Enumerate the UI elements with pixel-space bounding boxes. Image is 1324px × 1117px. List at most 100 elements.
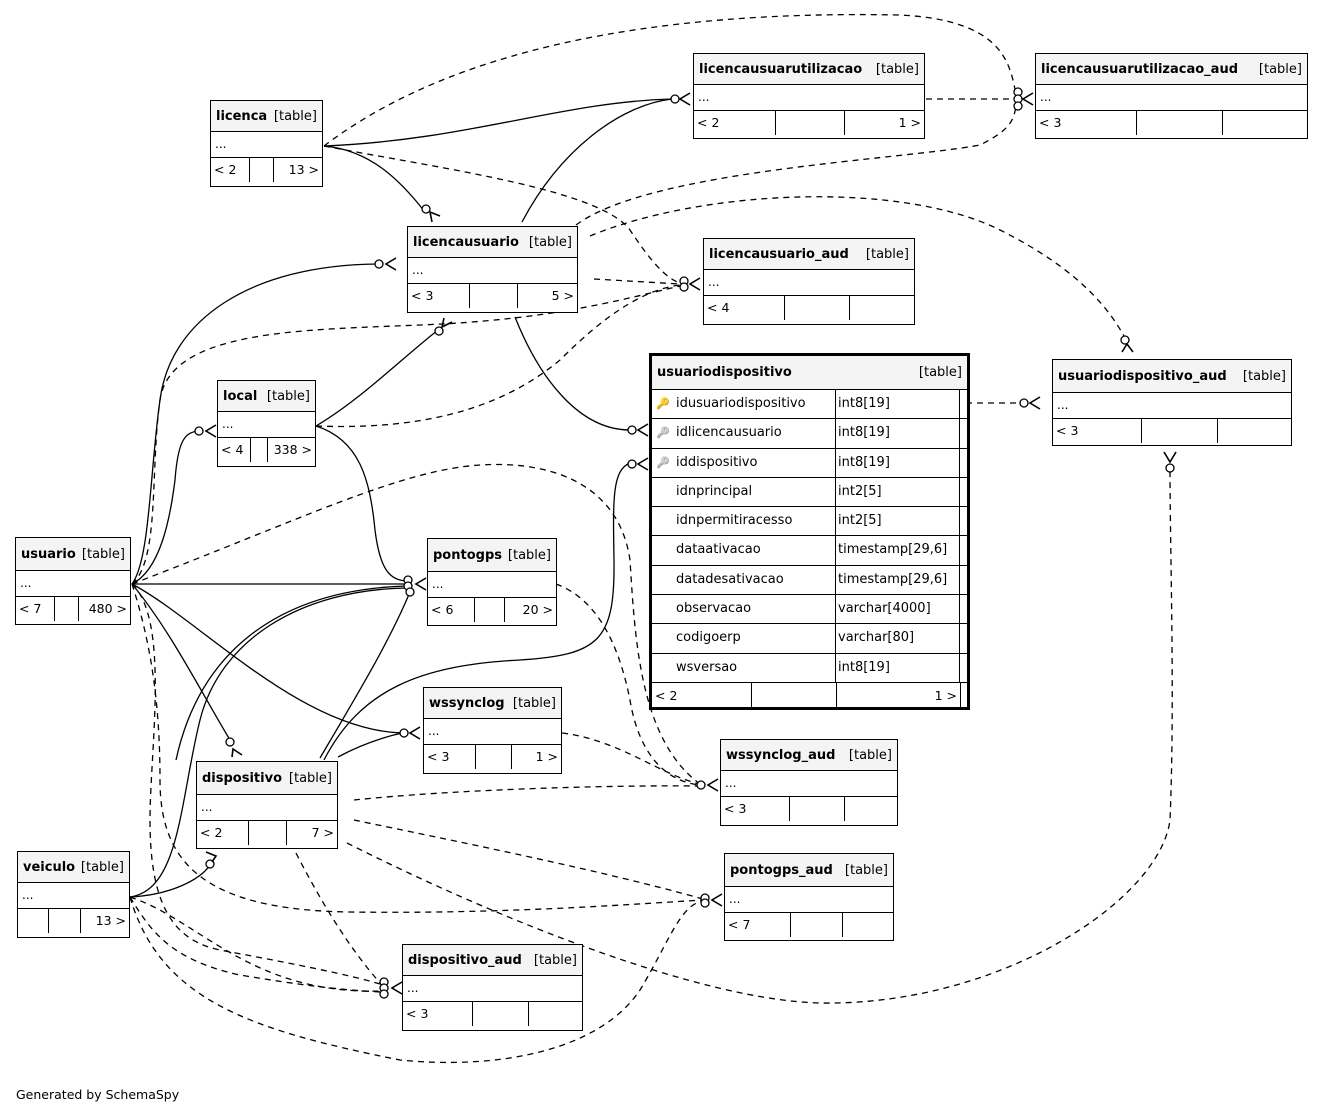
marker-circle — [627, 425, 637, 435]
parents-count: < 6 — [431, 602, 454, 617]
table-licencausuario-aud[interactable]: licencausuario_aud[table] ... < 4 — [703, 238, 915, 325]
marker-circle — [700, 898, 710, 908]
table-name: pontogps — [433, 547, 502, 563]
marker-circle — [679, 282, 689, 292]
marker-circle — [379, 989, 389, 999]
children-count — [844, 797, 897, 821]
table-tag: [table] — [865, 246, 909, 262]
parents-count: < 3 — [724, 801, 747, 816]
table-name: usuariodispositivo_aud — [1058, 368, 1227, 384]
children-count — [1217, 419, 1291, 443]
column-name: wsversao — [676, 659, 738, 675]
children-count — [849, 296, 914, 320]
table-name: licencausuarutilizacao_aud — [1041, 61, 1239, 77]
marker-arrow — [231, 747, 243, 758]
column-list: 🔑 idusuariodispositivo int8[19]🔑idlicencau… — [652, 390, 967, 683]
parents-count: < 7 — [19, 601, 42, 616]
table-wssynclog-aud[interactable]: wssynclog_aud[table] ... < 3 — [720, 739, 898, 826]
table-tag: [table] — [512, 695, 556, 711]
children-count — [842, 913, 893, 937]
table-veiculo[interactable]: veiculo[table] ... 13 > — [17, 851, 130, 938]
table-tag: [table] — [81, 546, 125, 562]
table-name: usuario — [21, 546, 76, 562]
parents-count: < 3 — [1039, 115, 1062, 130]
marker-circle — [1013, 101, 1023, 111]
edge-licencausuario-licencausuarutilizacao-aud — [575, 102, 1017, 226]
edge-dispositivo-usuariodispositivo — [323, 462, 631, 761]
collapsed-columns: ... — [721, 771, 897, 797]
collapsed-columns: ... — [428, 572, 556, 598]
edge-usuario-wssynclog-aud — [131, 463, 701, 785]
marker-circle — [1120, 335, 1130, 345]
edge-usuario-pontogps-aud — [131, 583, 704, 913]
edge-veiculo-pontogps — [129, 587, 407, 898]
table-tag: [table] — [918, 365, 962, 380]
table-name: licencausuarutilizacao — [699, 61, 863, 77]
marker-circle — [225, 737, 235, 747]
table-licencausuarutilizacao-aud[interactable]: licencausuarutilizacao_aud[table] ... < … — [1035, 53, 1308, 139]
collapsed-columns: ... — [211, 132, 322, 158]
generator-credit: Generated by SchemaSpy — [16, 1087, 180, 1102]
table-name: dispositivo — [202, 770, 283, 786]
foreign-key-icon: 🔑 — [656, 455, 670, 469]
column-name: codigoerp — [676, 630, 741, 646]
marker-arrow — [1028, 396, 1041, 410]
marker-circle — [405, 587, 415, 597]
table-dispositivo-aud[interactable]: dispositivo_aud[table] ... < 3 — [402, 944, 583, 1031]
edge-licenca-licencausuario-aud — [323, 145, 681, 284]
table-tag: [table] — [288, 770, 332, 786]
marker-arrow — [1163, 451, 1177, 464]
edge-usuario-wssynclog — [131, 583, 403, 734]
collapsed-columns: ... — [16, 571, 130, 597]
edge-licencausuario-licencausuarutilizacao — [521, 98, 673, 223]
marker-circle — [421, 204, 431, 214]
children-count: 338 > — [267, 438, 315, 462]
children-count: 5 > — [517, 284, 577, 308]
table-name: wssynclog_aud — [726, 747, 836, 763]
marker-circle — [1165, 463, 1175, 473]
children-count: 480 > — [78, 597, 130, 621]
table-tag: [table] — [533, 952, 577, 968]
children-count: 1 > — [511, 745, 561, 769]
marker-arrow — [710, 893, 723, 907]
children-count: 13 > — [273, 158, 322, 182]
table-tag: [table] — [1242, 368, 1286, 384]
edge-dispositivo-pontogps-2 — [319, 591, 411, 759]
table-name: veiculo — [23, 859, 76, 875]
marker-arrow — [636, 457, 649, 471]
table-name: wssynclog — [429, 695, 505, 711]
parents-count — [18, 909, 48, 933]
edge-usuario-dispositivo-aud — [131, 583, 381, 985]
table-usuario[interactable]: usuario [table] ... < 7 480 > — [15, 537, 131, 625]
column-name: idusuariodispositivo — [676, 396, 806, 411]
marker-arrow — [1021, 92, 1034, 106]
table-pontogps-aud[interactable]: pontogps_aud[table] ... < 7 — [724, 853, 894, 941]
column-name: observacao — [676, 601, 752, 617]
table-usuariodispositivo[interactable]: usuariodispositivo[table] 🔑idusuariodisp… — [649, 353, 970, 710]
table-usuariodispositivo-aud[interactable]: usuariodispositivo_aud[table] ... < 3 — [1052, 359, 1292, 446]
collapsed-columns: ... — [1036, 85, 1307, 111]
edge-local-pontogps — [315, 425, 407, 582]
column-type: int8[19] — [836, 419, 960, 448]
primary-key-icon: 🔑 — [656, 397, 670, 410]
children-count: 1 > — [836, 682, 960, 709]
marker-arrow — [678, 92, 691, 106]
